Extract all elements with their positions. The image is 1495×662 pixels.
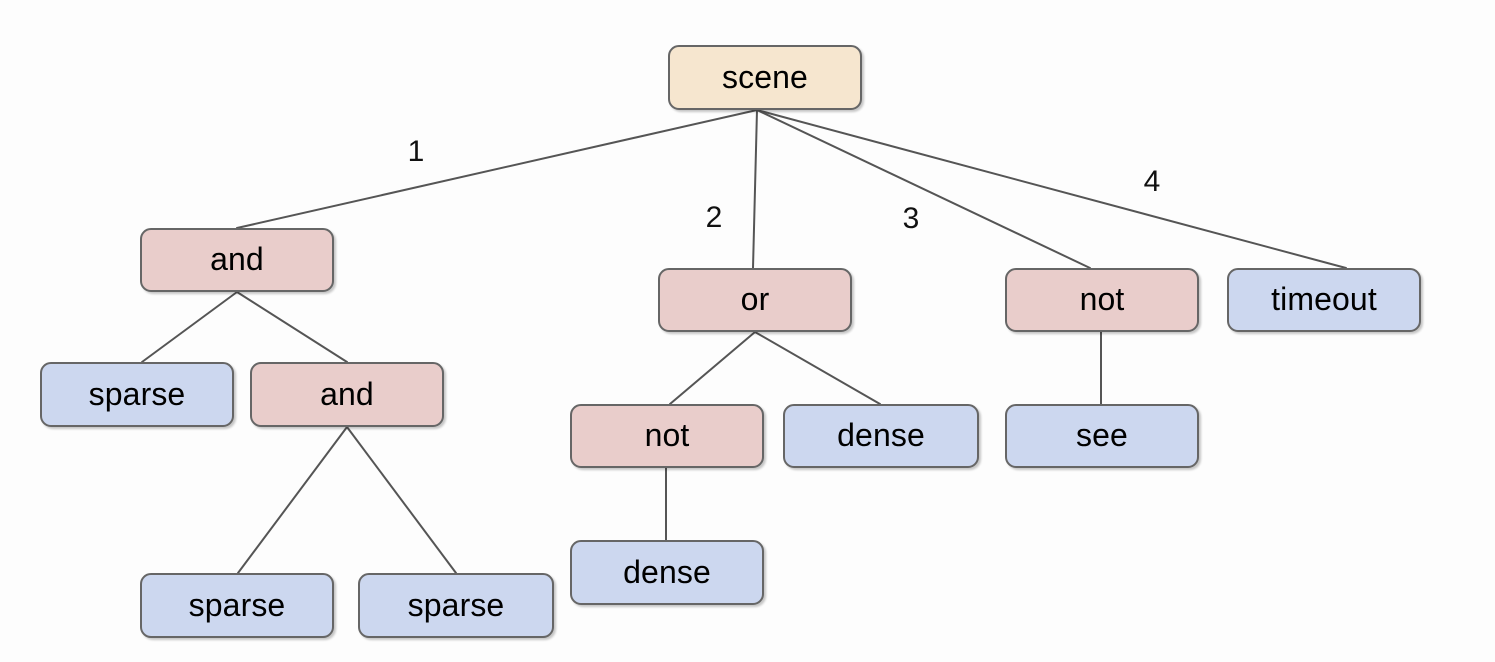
tree-edge-scene-to-not1 (756, 109, 1091, 269)
tree-node-label: and (320, 375, 374, 412)
tree-edge-or1-to-dense1 (754, 331, 881, 405)
tree-node-dense1[interactable]: dense (783, 404, 979, 468)
tree-edge-and1-to-and2 (236, 291, 348, 363)
tree-node-label: sparse (188, 586, 286, 623)
tree-node-label: or (740, 281, 770, 317)
tree-node-not1[interactable]: not (1005, 268, 1199, 332)
tree-edge-and1-to-sparse1 (141, 291, 238, 363)
tree-node-scene[interactable]: scene (668, 45, 862, 110)
tree-node-label: dense (837, 417, 925, 453)
edge-label-2: 2 (705, 201, 723, 234)
tree-node-label: sparse (88, 375, 186, 412)
tree-node-and2[interactable]: and (250, 362, 444, 427)
tree-node-label: not (644, 417, 690, 453)
tree-node-or1[interactable]: or (658, 268, 852, 332)
tree-node-timeout1[interactable]: timeout (1227, 268, 1421, 332)
tree-node-label: timeout (1271, 281, 1377, 317)
edge-label-1: 1 (407, 135, 425, 168)
tree-node-sparse2[interactable]: sparse (140, 573, 334, 638)
tree-edge-scene-to-timeout1 (756, 109, 1347, 269)
tree-node-label: sparse (407, 586, 505, 623)
tree-node-sparse3[interactable]: sparse (358, 573, 554, 638)
edge-label-3: 3 (902, 202, 920, 235)
tree-edge-and2-to-sparse2 (237, 426, 348, 574)
edge-label-4: 4 (1143, 165, 1161, 198)
tree-node-label: scene (722, 58, 808, 95)
tree-node-label: not (1079, 281, 1125, 317)
tree-node-label: and (210, 241, 264, 277)
tree-node-dense2[interactable]: dense (570, 540, 764, 605)
tree-node-sparse1[interactable]: sparse (40, 362, 234, 427)
tree-edge-or1-to-not2 (669, 331, 756, 405)
tree-node-and1[interactable]: and (140, 228, 334, 292)
tree-edge-and2-to-sparse3 (346, 426, 457, 574)
tree-node-label: see (1076, 417, 1128, 453)
tree-node-not2[interactable]: not (570, 404, 764, 468)
tree-node-label: dense (623, 553, 711, 590)
tree-edge-scene-to-or1 (752, 109, 758, 269)
tree-node-see1[interactable]: see (1005, 404, 1199, 468)
tree-edge-scene-to-and1 (236, 109, 758, 229)
